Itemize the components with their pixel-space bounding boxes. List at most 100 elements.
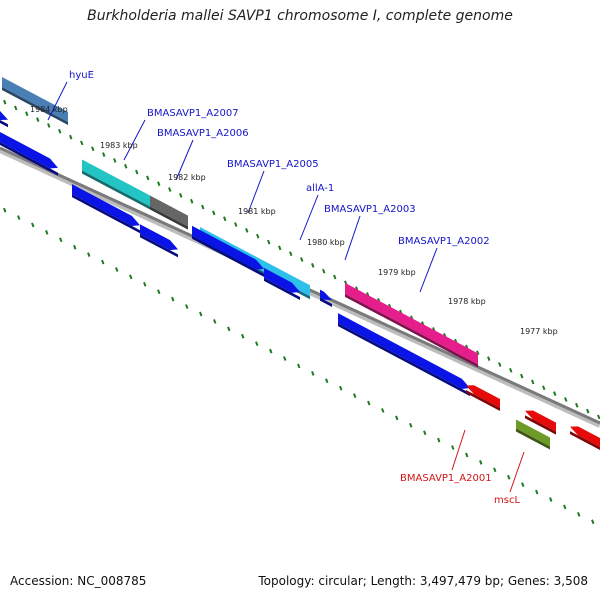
cds-arrow	[264, 267, 300, 300]
cds-reverse-arrow-body	[525, 410, 556, 432]
inner-tick-mark	[87, 252, 91, 257]
genome-summary-text: Topology: circular; Length: 3,497,479 bp…	[258, 574, 588, 588]
feature-label: mscL	[494, 495, 520, 506]
inner-tick-mark	[241, 333, 245, 339]
cds-arrow-edge	[192, 235, 264, 277]
inner-tick-mark	[213, 319, 217, 324]
inner-tick-mark	[283, 356, 287, 361]
cds-arrow-body	[0, 132, 58, 169]
cds-reverse-arrow	[570, 426, 600, 450]
outer-tick-mark	[223, 216, 227, 222]
label-leaders	[47, 81, 525, 493]
inner-tick-mark	[409, 422, 413, 428]
outer-tick-mark	[520, 373, 524, 379]
cds-arrow-allA-body	[320, 289, 332, 300]
outer-tick-mark	[322, 268, 326, 274]
block-a2002-edge	[345, 293, 478, 368]
outer-tick-mark	[476, 350, 480, 356]
cds-reverse-arrow	[525, 410, 556, 435]
inner-tick-ring	[3, 207, 595, 525]
inner-tick-mark	[115, 267, 119, 272]
outer-tick-mark	[201, 204, 205, 210]
inner-tick-mark	[395, 415, 399, 421]
label-leader-line	[123, 119, 146, 161]
block-mscL-edge	[516, 428, 550, 450]
outer-tick-mark	[91, 146, 95, 152]
map-title: Burkholderia mallei SAVP1 chromosome I, …	[87, 8, 513, 24]
block-a2006-body	[150, 195, 188, 227]
cds-arrow	[0, 111, 8, 128]
tick-label: 1979 kbp	[378, 268, 416, 277]
feature-label: allA-1	[306, 183, 334, 194]
cds-reverse-arrow-edge	[525, 415, 556, 435]
cds-arrow-body	[0, 111, 8, 120]
feature-label: hyuE	[69, 70, 94, 81]
accession-text: Accession: NC_008785	[10, 574, 147, 588]
inner-tick-mark	[521, 482, 525, 488]
outer-tick-mark	[289, 251, 293, 257]
outer-tick-mark	[179, 193, 183, 198]
cds-arrow-edge	[0, 142, 58, 176]
tick-label: 1977 kbp	[520, 327, 558, 336]
inner-tick-mark	[157, 289, 161, 295]
outer-tick-ring	[3, 99, 600, 420]
inner-tick-mark	[577, 511, 581, 517]
outer-tick-mark	[124, 163, 128, 169]
tick-label: 1978 kbp	[448, 297, 486, 306]
inner-tick-mark	[367, 400, 371, 406]
outer-tick-mark	[234, 222, 238, 227]
outer-tick-mark	[487, 356, 491, 361]
outer-tick-mark	[14, 105, 18, 111]
cds-arrow	[72, 184, 140, 234]
feature-label: BMASAVP1_A2002	[398, 236, 490, 247]
cds-arrow-body	[338, 313, 470, 389]
outer-tick-mark	[333, 274, 337, 280]
label-leader-line	[299, 194, 319, 241]
label-leader-line	[344, 215, 361, 261]
block-a2006-edge	[150, 206, 188, 230]
inner-tick-mark	[73, 244, 77, 250]
outer-tick-mark	[212, 210, 216, 216]
cds-arrow	[192, 225, 264, 277]
label-leader-line	[247, 170, 265, 214]
label-leader-line	[451, 429, 466, 471]
inner-tick-mark	[507, 474, 511, 480]
block-mscL-body	[516, 419, 550, 447]
outer-tick-mark	[135, 169, 139, 175]
tick-label: 1980 kbp	[307, 238, 345, 247]
outer-tick-mark	[597, 414, 600, 420]
outer-tick-mark	[190, 198, 194, 204]
cds-arrow	[0, 132, 58, 176]
inner-tick-mark	[45, 230, 49, 235]
label-leader-line	[419, 247, 438, 293]
cds-arrow	[338, 313, 470, 397]
inner-tick-mark	[101, 259, 105, 265]
outer-tick-mark	[157, 181, 161, 187]
cds-arrow-edge	[338, 323, 470, 397]
inner-tick-mark	[549, 497, 553, 502]
inner-tick-mark	[297, 363, 301, 369]
block-hyuE-body	[2, 77, 68, 123]
feature-track	[0, 77, 600, 450]
inner-tick-mark	[437, 437, 441, 443]
block-hyuE	[2, 77, 68, 126]
inner-tick-mark	[563, 504, 567, 510]
inner-tick-mark	[493, 467, 497, 473]
feature-label: BMASAVP1_A2001	[400, 473, 492, 484]
outer-tick-mark	[531, 379, 535, 385]
outer-tick-mark	[168, 187, 172, 192]
inner-tick-mark	[339, 385, 343, 391]
block-a2002-body	[345, 282, 478, 365]
cds-arrow-edge	[264, 277, 300, 300]
inner-tick-mark	[227, 326, 231, 332]
cds-arrow-body	[192, 225, 264, 270]
outer-tick-mark	[498, 362, 502, 367]
block-a2007-edge	[82, 170, 150, 210]
inner-tick-mark	[269, 348, 273, 354]
feature-label: BMASAVP1_A2003	[324, 204, 416, 215]
inner-tick-mark	[59, 237, 63, 243]
label-leader-line	[175, 139, 194, 181]
inner-tick-mark	[255, 341, 259, 347]
tick-label: 1982 kbp	[168, 173, 206, 182]
